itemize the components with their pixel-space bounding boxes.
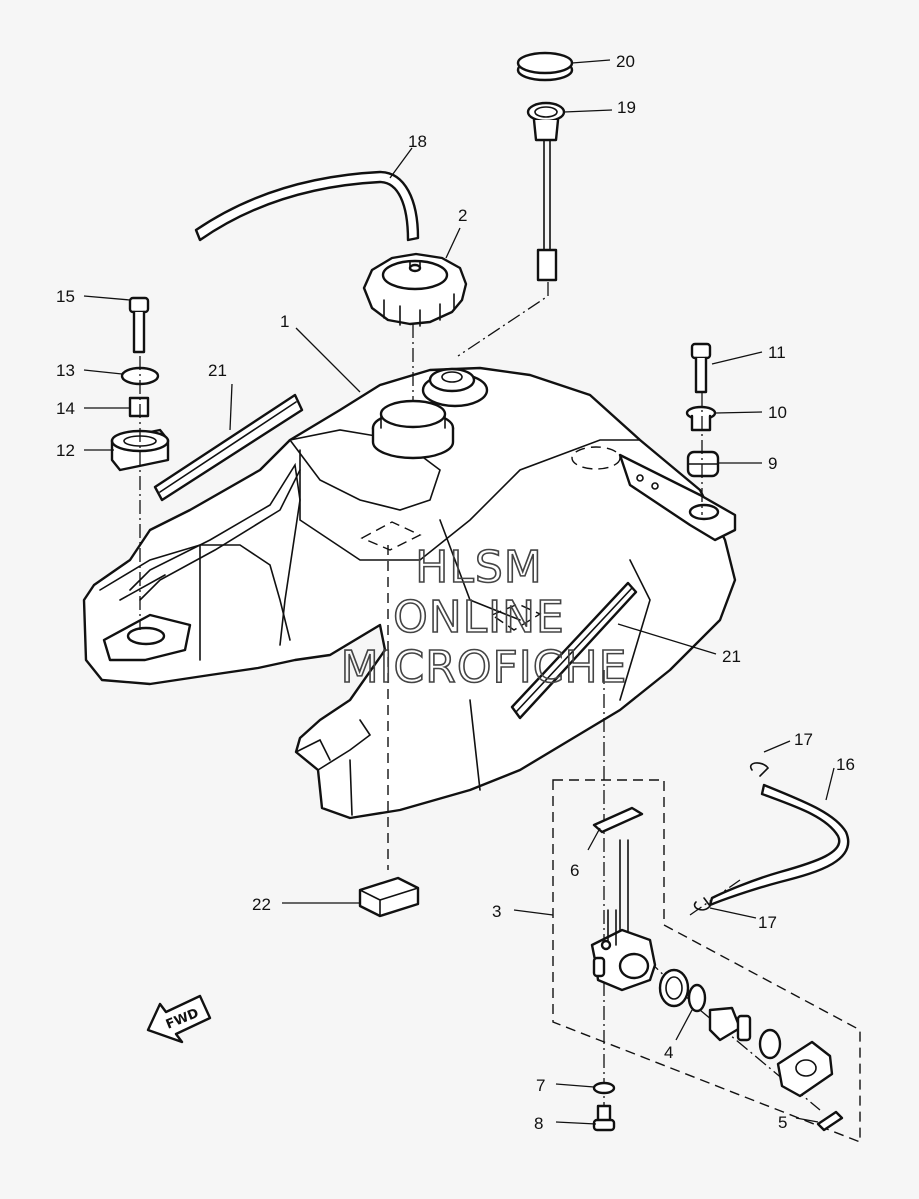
callout-7: 7 (536, 1076, 545, 1095)
callout-2: 2 (458, 206, 467, 225)
callout-18: 18 (408, 132, 427, 151)
callout-22: 22 (252, 895, 271, 914)
callout-1: 1 (280, 312, 289, 331)
callout-8: 8 (534, 1114, 543, 1133)
callout-10: 10 (768, 403, 787, 422)
fuel-cap (362, 252, 468, 327)
callout-15: 15 (56, 287, 75, 306)
fuel-cock-boundary (552, 779, 861, 1144)
callout-20: 20 (616, 52, 635, 71)
callout-6: 6 (570, 861, 579, 880)
pad-22 (358, 876, 420, 918)
bolt-11 (690, 342, 712, 394)
callout-21a: 21 (208, 361, 227, 380)
callout-19: 19 (617, 98, 636, 117)
callout-17b: 17 (758, 913, 777, 932)
clip-bottom (693, 897, 712, 911)
fuel-tank (82, 366, 737, 820)
fuel-cock-parts (658, 968, 844, 1132)
callout-3: 3 (492, 902, 501, 921)
forward-direction-arrow: FWD (146, 994, 212, 1044)
callout-9: 9 (768, 454, 777, 473)
fuel-cock (590, 839, 657, 992)
callout-16: 16 (836, 755, 855, 774)
callout-13: 13 (56, 361, 75, 380)
collar-14 (128, 396, 150, 418)
callout-11: 11 (768, 343, 786, 362)
callout-17a: 17 (794, 730, 813, 749)
leader-lines (83, 59, 835, 1125)
clip-top (749, 762, 770, 777)
washer-7 (592, 1081, 616, 1095)
bolt-15 (128, 296, 150, 354)
fuel-hose (708, 783, 850, 907)
bolt-8 (592, 1104, 616, 1132)
callout-21b: 21 (722, 647, 741, 666)
callouts: 20 19 18 2 15 1 13 21 14 12 11 10 9 21 1… (56, 52, 855, 1133)
callout-12: 12 (56, 441, 75, 460)
watermark-line-3: MICROFICHE (341, 642, 628, 693)
gauge-cap-gasket (516, 51, 574, 82)
damper-9 (686, 450, 720, 478)
fuel-gauge (526, 101, 566, 282)
callout-5: 5 (778, 1113, 787, 1132)
breather-hose (194, 170, 420, 242)
strainer-6 (592, 806, 644, 834)
watermark: HLSM ONLINE MICROFICHE (340, 541, 628, 694)
callout-4: 4 (664, 1043, 673, 1062)
collar-10 (685, 405, 717, 432)
callout-14: 14 (56, 399, 75, 418)
watermark-line-2: ONLINE (393, 592, 565, 643)
watermark-line-1: HLSM (415, 542, 543, 593)
